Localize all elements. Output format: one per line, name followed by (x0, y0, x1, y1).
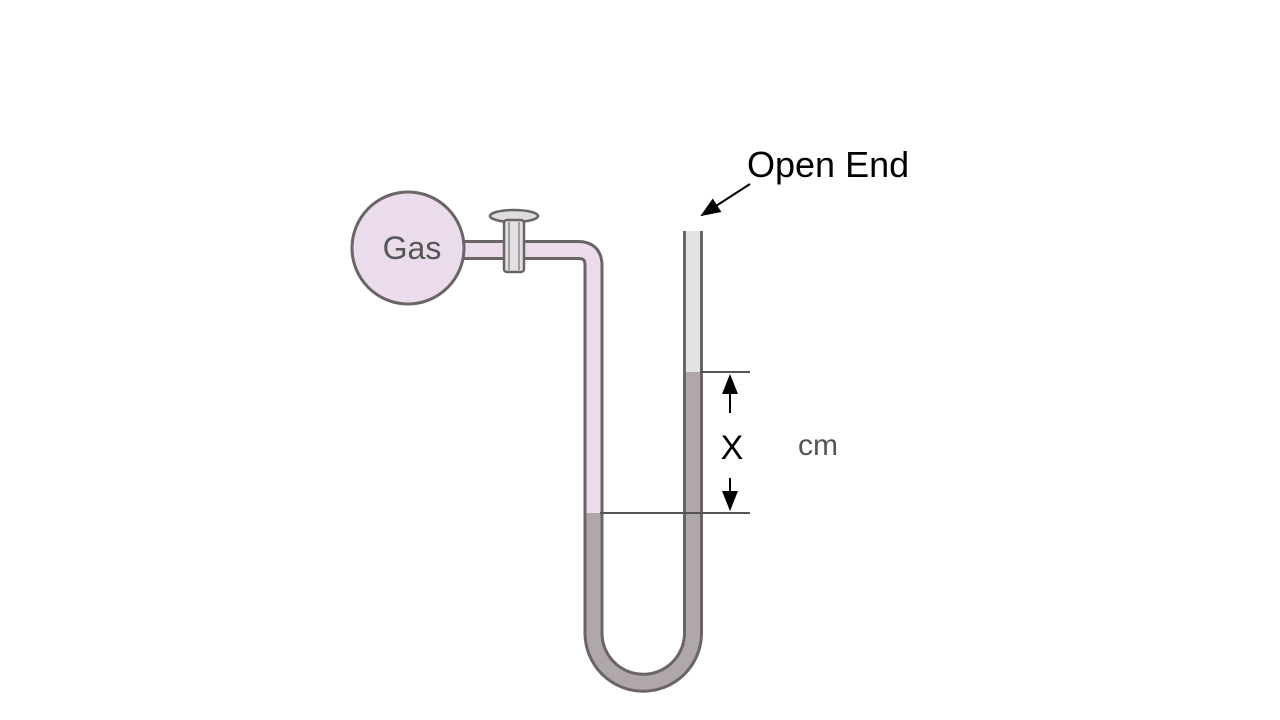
gas-column (455, 243, 601, 513)
gas-label: Gas (383, 230, 442, 266)
open-end-arrow (700, 183, 751, 217)
stopcock[interactable] (488, 208, 540, 274)
mercury-column (586, 372, 700, 690)
gas-bulb (350, 190, 466, 306)
unit-label: cm (798, 429, 838, 462)
tube-walls (460, 231, 703, 693)
height-label: X (721, 429, 744, 467)
open-end-label: Open End (747, 144, 909, 185)
